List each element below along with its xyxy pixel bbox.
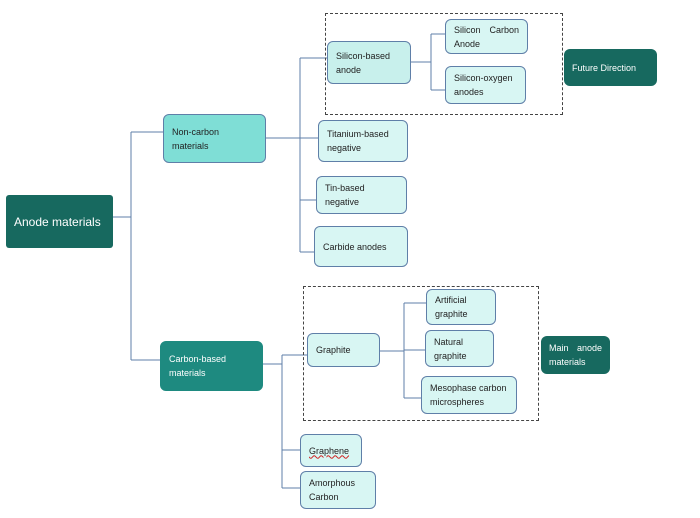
tin-node: Tin-based negative xyxy=(316,176,407,214)
future-direction-label: Future Direction xyxy=(572,62,637,73)
artificial-graphite-node: Artificial graphite xyxy=(426,289,496,325)
silicon-oxygen-label: Silicon-oxygen anodes xyxy=(454,73,513,97)
carbide-node: Carbide anodes xyxy=(314,226,408,267)
silicon-carbon-label: Silicon Carbon Anode xyxy=(454,24,519,49)
root-label: Anode materials xyxy=(14,214,101,229)
titanium-node: Titanium-based negative xyxy=(318,120,408,162)
main-anode-label: Main anode materials xyxy=(549,343,602,367)
natural-graphite-node: Natural graphite xyxy=(425,330,494,367)
mesophase-node: Mesophase carbon microspheres xyxy=(421,376,517,414)
amorphous-carbon-node: Amorphous Carbon xyxy=(300,471,376,509)
silicon-node: Silicon-based anode xyxy=(327,41,411,84)
silicon-carbon-node: Silicon Carbon Anode xyxy=(445,19,528,54)
non-carbon-node: Non-carbon materials xyxy=(163,114,266,163)
amorphous-carbon-label: Amorphous Carbon xyxy=(309,478,356,502)
graphite-node: Graphite xyxy=(307,333,380,367)
graphene-label: Graphene xyxy=(309,445,350,456)
graphite-label: Graphite xyxy=(316,345,351,355)
carbon-node: Carbon-based materials xyxy=(160,341,263,391)
carbide-label: Carbide anodes xyxy=(323,241,387,252)
natural-graphite-label: Natural graphite xyxy=(434,336,467,361)
tin-label: Tin-based negative xyxy=(325,183,365,207)
mesophase-label: Mesophase carbon microspheres xyxy=(430,383,507,407)
silicon-group-frame xyxy=(325,13,563,115)
artificial-graphite-label: Artificial graphite xyxy=(435,295,468,319)
main-anode-note: Main anode materials xyxy=(541,336,610,374)
non-carbon-label: Non-carbon materials xyxy=(172,126,220,151)
future-direction-note: Future Direction xyxy=(564,49,657,86)
titanium-label: Titanium-based negative xyxy=(327,129,389,153)
graphite-group-frame xyxy=(303,286,539,421)
carbon-label: Carbon-based materials xyxy=(169,354,227,378)
root-node: Anode materials xyxy=(6,195,113,248)
graphene-node: Graphene xyxy=(300,434,362,467)
silicon-oxygen-node: Silicon-oxygen anodes xyxy=(445,66,526,104)
silicon-label: Silicon-based anode xyxy=(336,50,391,75)
